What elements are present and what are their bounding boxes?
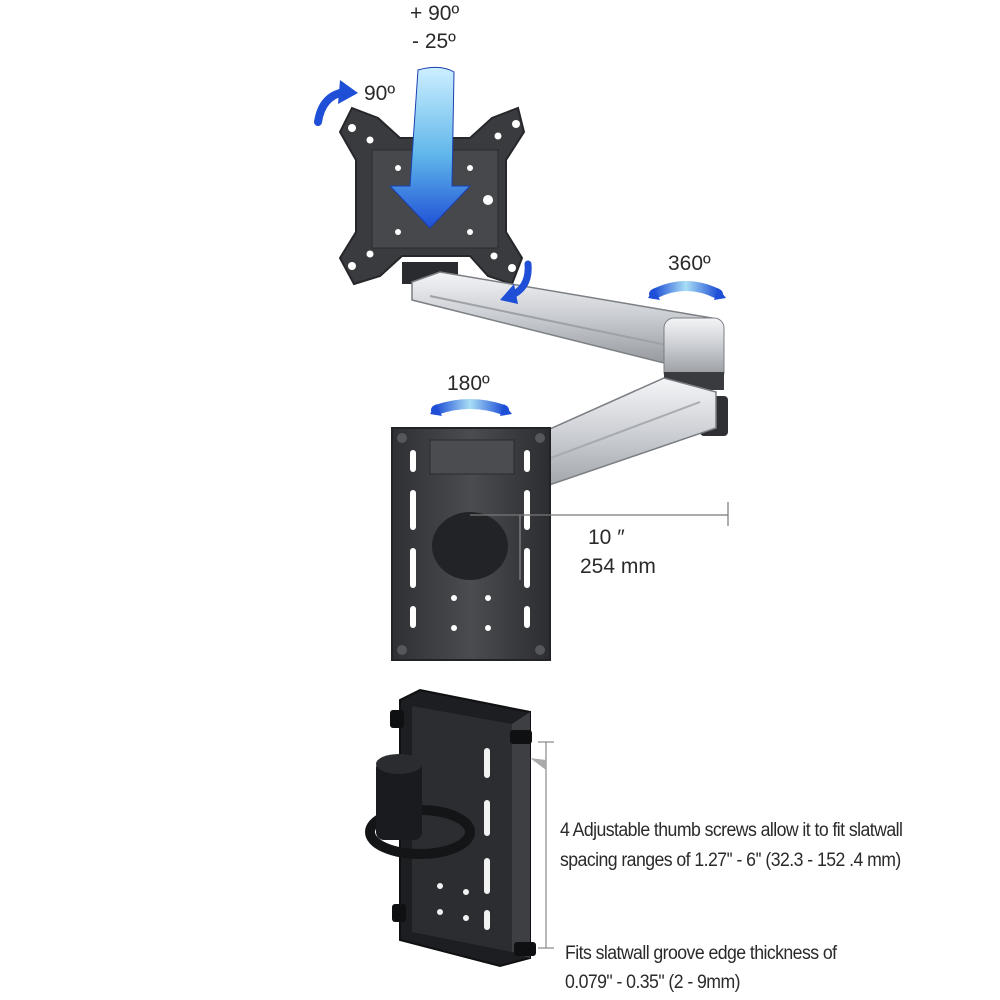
rotate-arrow-icon bbox=[314, 80, 358, 126]
extension-mm-label: 254 mm bbox=[580, 555, 656, 578]
base-swivel-label: 180º bbox=[447, 372, 490, 395]
groove-note-line2: 0.079" - 0.35" (2 - 9mm) bbox=[565, 972, 741, 993]
rotate-label: 90º bbox=[364, 82, 396, 105]
thumb-screws-note-line2: spacing ranges of 1.27'' - 6'' (32.3 - 1… bbox=[560, 850, 901, 871]
slatwall-bracket-3d bbox=[365, 688, 536, 968]
spacing-dimension bbox=[530, 741, 554, 949]
groove-note-line1: Fits slatwall groove edge thickness of bbox=[565, 943, 837, 964]
tilt-arrow-icon bbox=[388, 66, 472, 229]
extension-inches-label: 10 ″ bbox=[588, 526, 625, 549]
thumb-screws-note-line1: 4 Adjustable thumb screws allow it to fi… bbox=[560, 820, 903, 841]
tilt-down-label: - 25º bbox=[412, 30, 456, 53]
arm-swivel-arrow-icon bbox=[648, 281, 726, 300]
tilt-up-label: + 90º bbox=[410, 2, 460, 25]
tilt-side-arrow-icon bbox=[500, 260, 532, 304]
wall-bracket bbox=[391, 427, 551, 661]
base-swivel-arrow-icon bbox=[430, 399, 512, 416]
extension-dimension bbox=[470, 502, 729, 580]
arm-swivel-label: 360º bbox=[668, 252, 711, 275]
